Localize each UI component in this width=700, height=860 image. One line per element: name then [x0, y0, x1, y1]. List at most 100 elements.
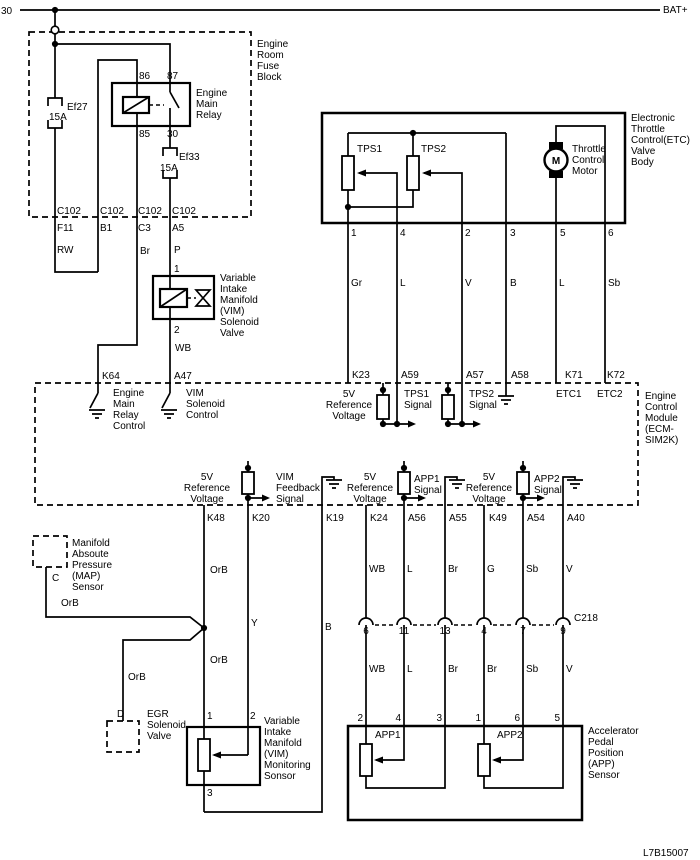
app-name-4: (APP) [588, 759, 615, 770]
pin-b1: B1 [100, 223, 113, 234]
app-pin-3: 3 [436, 713, 442, 724]
app-name-1: Accelerator [588, 726, 639, 737]
c218-pin-6: 6 [363, 626, 369, 637]
etc1-label: ETC1 [556, 389, 582, 400]
vim-sensor-name-2: Intake [264, 727, 292, 738]
sensor-wiring [32, 505, 564, 813]
vim-valve-outline [151, 274, 216, 321]
etc-pin-6: 6 [608, 228, 614, 239]
k19-ground-icon [321, 476, 342, 505]
ecm-pin-a57: A57 [466, 370, 484, 381]
vim-sensor-pin-2: 2 [250, 711, 256, 722]
map-name-2: Absoute [72, 549, 109, 560]
app-pin-2: 2 [357, 713, 363, 724]
fuse-ef33-rating: 15A [160, 163, 178, 174]
connector-pin-icon [358, 617, 374, 626]
wire-above-wb: WB [369, 564, 385, 575]
k24-func-3: Voltage [353, 494, 387, 505]
vim-feedback-3: Signal [276, 494, 304, 505]
app2-signal-1: APP2 [534, 474, 560, 485]
vim-valve-name-6: Valve [220, 328, 245, 339]
pin-f11: F11 [57, 223, 74, 234]
ecm-pin-k48: K48 [207, 513, 225, 524]
valve-icon [194, 289, 212, 307]
vim-valve-pin-1: 1 [174, 264, 180, 275]
vim-valve-name-4: (VIM) [220, 306, 244, 317]
relay-pin-87: 87 [167, 71, 179, 82]
ground-icon [89, 409, 105, 419]
c218-pin-9: 9 [560, 626, 566, 637]
ecm-name-1: Engine [645, 391, 677, 402]
power-rail [20, 6, 660, 98]
c3-to-k64-wire [97, 126, 138, 383]
app1-signal-1: APP1 [414, 474, 440, 485]
fuse-ef33-icon [162, 126, 178, 217]
k20-signal-input-icon [241, 461, 270, 505]
motor-m: M [552, 156, 560, 167]
wire-color-sb: Sb [608, 278, 621, 289]
wire-color-br: Br [140, 246, 151, 257]
a59-signal-input-icon [376, 383, 416, 428]
ecm-pin-a47: A47 [174, 371, 192, 382]
k23-func-2: Reference [326, 400, 373, 411]
a55-ground-icon [444, 476, 465, 505]
app-pin-5: 5 [554, 713, 560, 724]
vim-sensor-name-1: Variable [264, 716, 300, 727]
c218-to-app-wires [365, 625, 564, 726]
vim-sensor-outline [185, 725, 262, 787]
pin-c3: C3 [138, 223, 151, 234]
connector-c102-2: C102 [100, 206, 124, 217]
wiper-arrow-icon [374, 756, 383, 764]
vim-feedback-2: Feedback [276, 483, 321, 494]
vim-sensor-name-6: Sonsor [264, 771, 296, 782]
vim-valve-name-1: Variable [220, 273, 256, 284]
wiper-arrow-icon [422, 169, 431, 177]
tps1-wiper-wire [359, 172, 398, 223]
k19-b-wire [204, 505, 323, 813]
relay-name-2: Main [196, 99, 218, 110]
app1-label: APP1 [375, 730, 401, 741]
etc-to-ecm-wires [347, 223, 606, 383]
tps1-signal-1: TPS1 [404, 389, 429, 400]
relay-name-1: Engine [196, 88, 228, 99]
connector-c102-3: C102 [138, 206, 162, 217]
vim-monitoring-sensor [185, 725, 262, 812]
potentiometer-icon [197, 738, 211, 772]
wire-color-rw: RW [57, 245, 74, 256]
ecm-module [34, 382, 639, 506]
vim-valve-name-5: Solenoid [220, 317, 259, 328]
connector-node-icon [50, 25, 60, 35]
wire-color-p: P [174, 245, 181, 256]
fuse-ef27-name: Ef27 [67, 102, 88, 113]
k23-func-3: Voltage [332, 411, 366, 422]
ecm-pin-k23: K23 [352, 370, 370, 381]
a58-ground-icon [498, 383, 514, 405]
wire-below-sb: Sb [526, 664, 539, 675]
signal-arrow-icon [473, 420, 481, 428]
wire-color-wb: WB [175, 343, 191, 354]
relay-coil-slash [122, 96, 150, 114]
c218-pin-11: 11 [399, 626, 410, 637]
egr-wire-orb: OrB [128, 672, 146, 683]
egr-valve-outline [106, 720, 140, 753]
a54-signal-input-icon [516, 461, 545, 505]
k48-func-2: Reference [184, 483, 231, 494]
tps2-potentiometer-icon [348, 133, 463, 223]
connector-c102-4: C102 [172, 206, 196, 217]
map-sensor-outline [32, 535, 68, 568]
app2-potentiometer-icon [477, 726, 564, 789]
fuse-ef27-rating: 15A [49, 112, 67, 123]
k49-func-3: Voltage [472, 494, 506, 505]
k48-func-3: Voltage [190, 494, 224, 505]
wire-below-v: V [566, 664, 573, 675]
fuse-block-outline [28, 31, 252, 218]
fuse-ef27-icon [47, 97, 63, 217]
tps2-signal-1: TPS2 [469, 389, 494, 400]
vim-valve-name-2: Intake [220, 284, 248, 295]
wire-color-l1: L [400, 278, 406, 289]
wiper-arrow-icon [492, 756, 501, 764]
ecm-pin-a54: A54 [527, 513, 545, 524]
etc-name-2: Throttle [631, 124, 665, 135]
